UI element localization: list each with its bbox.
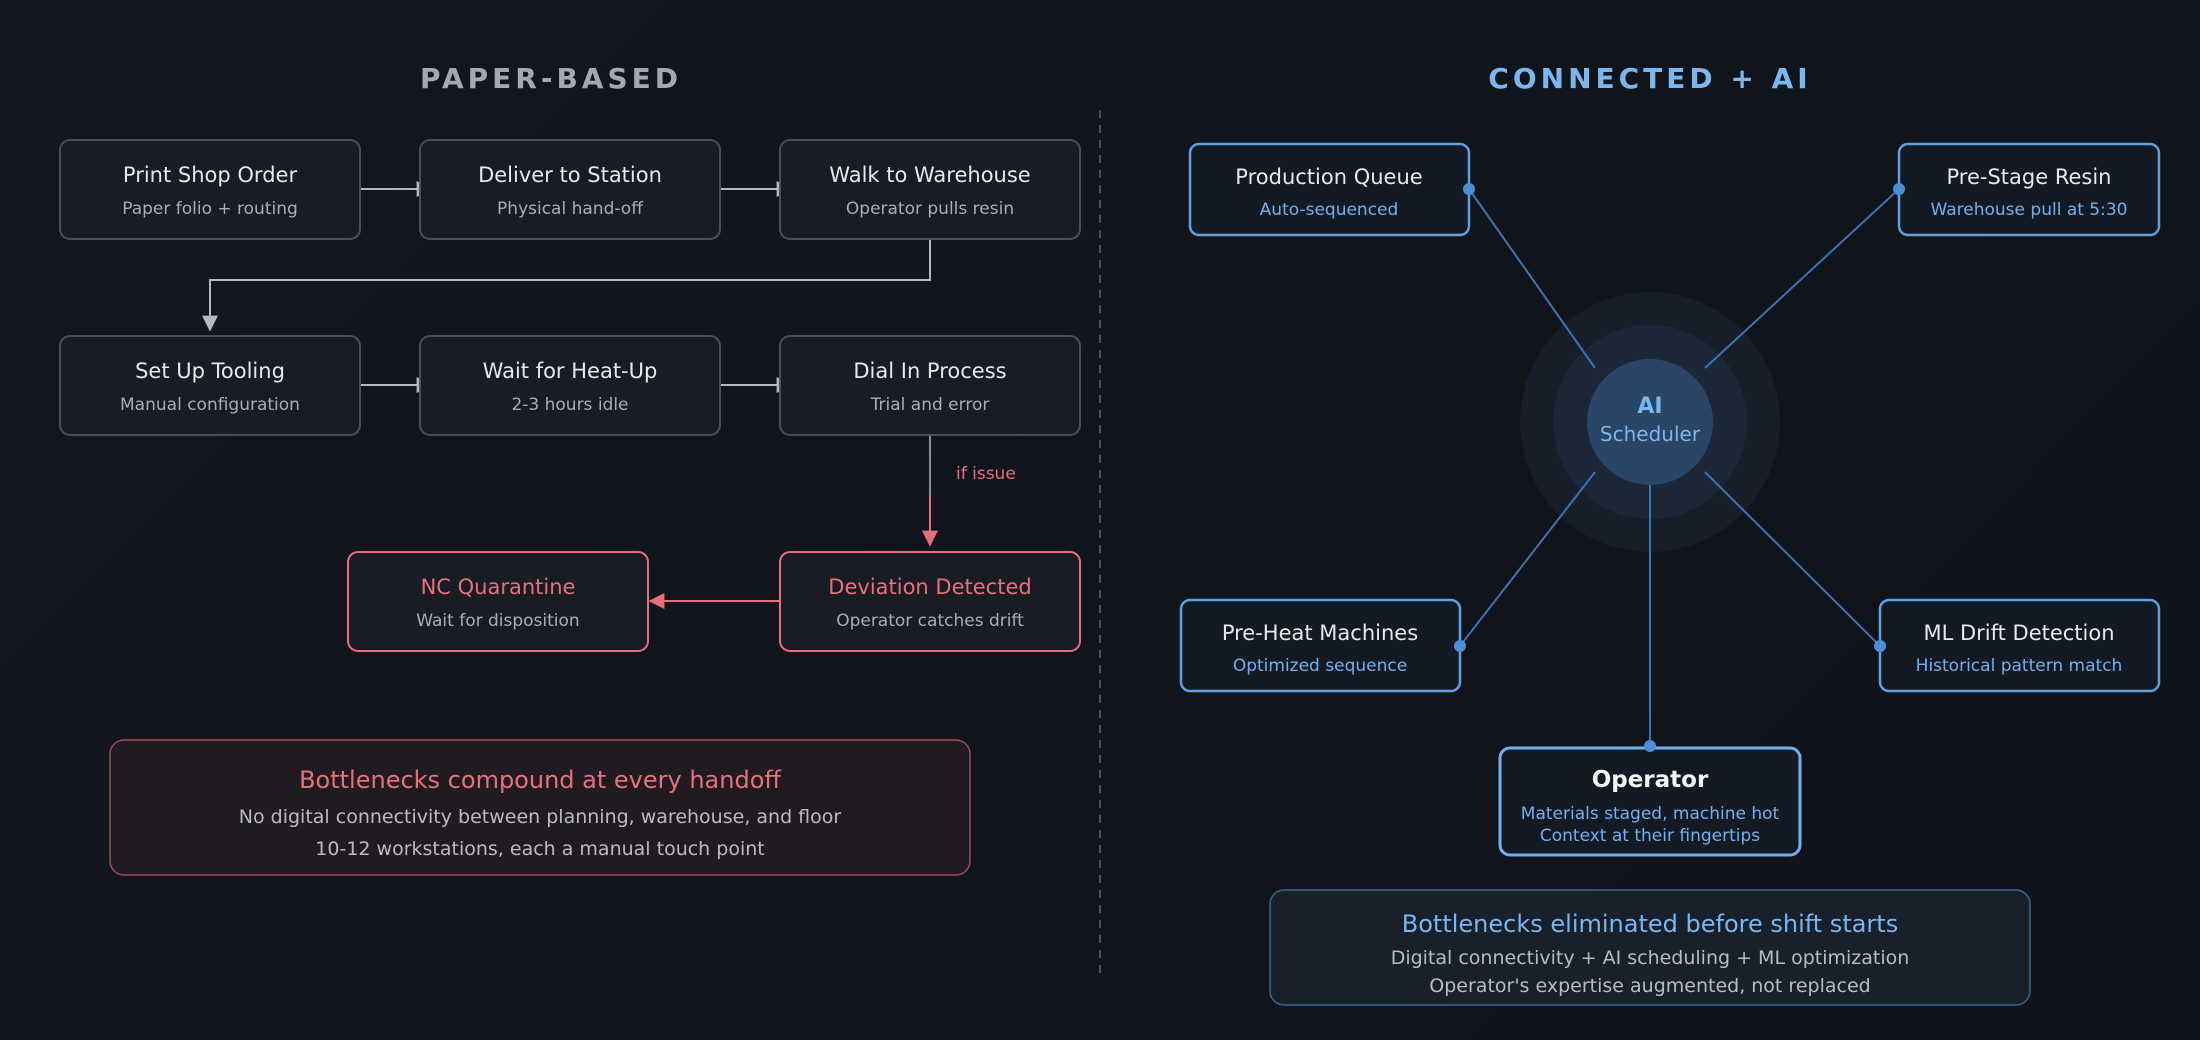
step-nc-quarantine: NC Quarantine Wait for disposition	[347, 551, 649, 652]
connector-dot	[1893, 183, 1905, 195]
operator-line-1: Materials staged, machine hot	[1521, 804, 1780, 824]
step-wait-for-heat-up: Wait for Heat-Up 2-3 hours idle	[419, 335, 721, 436]
node-subtitle: Auto-sequenced	[1260, 200, 1399, 220]
step-title: Walk to Warehouse	[829, 163, 1030, 187]
step-subtitle: Manual configuration	[120, 395, 300, 415]
step-title: NC Quarantine	[421, 575, 576, 599]
step-walk-to-warehouse: Walk to Warehouse Operator pulls resin	[779, 139, 1081, 240]
paper-summary-box: Bottlenecks compound at every handoff No…	[109, 739, 971, 876]
step-subtitle: Paper folio + routing	[122, 199, 298, 219]
hub-subtitle: Scheduler	[1600, 422, 1701, 446]
node-pre-heat-machines: Pre-Heat Machines Optimized sequence	[1179, 598, 1466, 693]
connector-dot	[1644, 740, 1656, 752]
paper-section-title: PAPER-BASED	[420, 62, 682, 95]
node-title: Pre-Heat Machines	[1222, 621, 1418, 645]
summary-title: Bottlenecks eliminated before shift star…	[1402, 910, 1898, 938]
step-title: Set Up Tooling	[135, 359, 285, 383]
ai-summary-box: Bottlenecks eliminated before shift star…	[1269, 889, 2031, 1006]
step-subtitle: Wait for disposition	[416, 611, 579, 631]
hub-title: AI	[1637, 394, 1662, 419]
summary-line-2: Operator's expertise augmented, not repl…	[1429, 975, 1870, 997]
node-title: Pre-Stage Resin	[1947, 165, 2112, 189]
node-title: Production Queue	[1235, 165, 1422, 189]
step-print-shop-order: Print Shop Order Paper folio + routing	[59, 139, 361, 240]
operator-title: Operator	[1592, 767, 1709, 793]
connector-dot	[1454, 640, 1466, 652]
step-deviation-detected: Deviation Detected Operator catches drif…	[779, 551, 1081, 652]
step-title: Print Shop Order	[123, 163, 298, 187]
step-title: Wait for Heat-Up	[483, 359, 658, 383]
step-subtitle: Operator catches drift	[836, 611, 1024, 631]
spoke-pre-heat-machines	[1459, 471, 1596, 647]
connector-dot	[1874, 640, 1886, 652]
node-operator: Operator Materials staged, machine hot C…	[1498, 740, 1802, 857]
summary-line-1: No digital connectivity between planning…	[239, 806, 842, 828]
node-subtitle: Optimized sequence	[1233, 656, 1407, 676]
step-title: Deliver to Station	[478, 163, 662, 187]
step-title: Dial In Process	[853, 359, 1006, 383]
step-subtitle: Trial and error	[870, 395, 990, 415]
ai-scheduler-hub: AI Scheduler	[1587, 359, 1713, 485]
spoke-production-queue	[1468, 188, 1596, 369]
node-pre-stage-resin: Pre-Stage Resin Warehouse pull at 5:30	[1893, 142, 2161, 237]
step-set-up-tooling: Set Up Tooling Manual configuration	[59, 335, 361, 436]
arrow-walk-to-setup	[202, 239, 931, 332]
spoke-ml-drift-detection	[1704, 471, 1881, 647]
operator-line-2: Context at their fingertips	[1540, 826, 1760, 846]
connector-dot	[1463, 183, 1475, 195]
summary-line-2: 10-12 workstations, each a manual touch …	[315, 838, 764, 860]
step-title: Deviation Detected	[828, 575, 1031, 599]
node-subtitle: Warehouse pull at 5:30	[1931, 200, 2128, 220]
node-subtitle: Historical pattern match	[1916, 656, 2123, 676]
node-ml-drift-detection: ML Drift Detection Historical pattern ma…	[1874, 598, 2161, 693]
summary-title: Bottlenecks compound at every handoff	[299, 766, 781, 794]
node-title: ML Drift Detection	[1923, 621, 2114, 645]
step-deliver-to-station: Deliver to Station Physical hand-off	[419, 139, 721, 240]
ai-spokes	[1459, 188, 1900, 746]
ai-section-title: CONNECTED + AI	[1488, 62, 1811, 95]
step-subtitle: Physical hand-off	[497, 199, 644, 219]
step-dial-in-process: Dial In Process Trial and error	[779, 335, 1081, 436]
spoke-pre-stage-resin	[1704, 188, 1900, 369]
summary-line-1: Digital connectivity + AI scheduling + M…	[1391, 947, 1910, 969]
step-subtitle: Operator pulls resin	[846, 199, 1014, 219]
step-subtitle: 2-3 hours idle	[511, 395, 628, 415]
node-production-queue: Production Queue Auto-sequenced	[1188, 142, 1475, 237]
if-issue-label: if issue	[956, 464, 1016, 484]
